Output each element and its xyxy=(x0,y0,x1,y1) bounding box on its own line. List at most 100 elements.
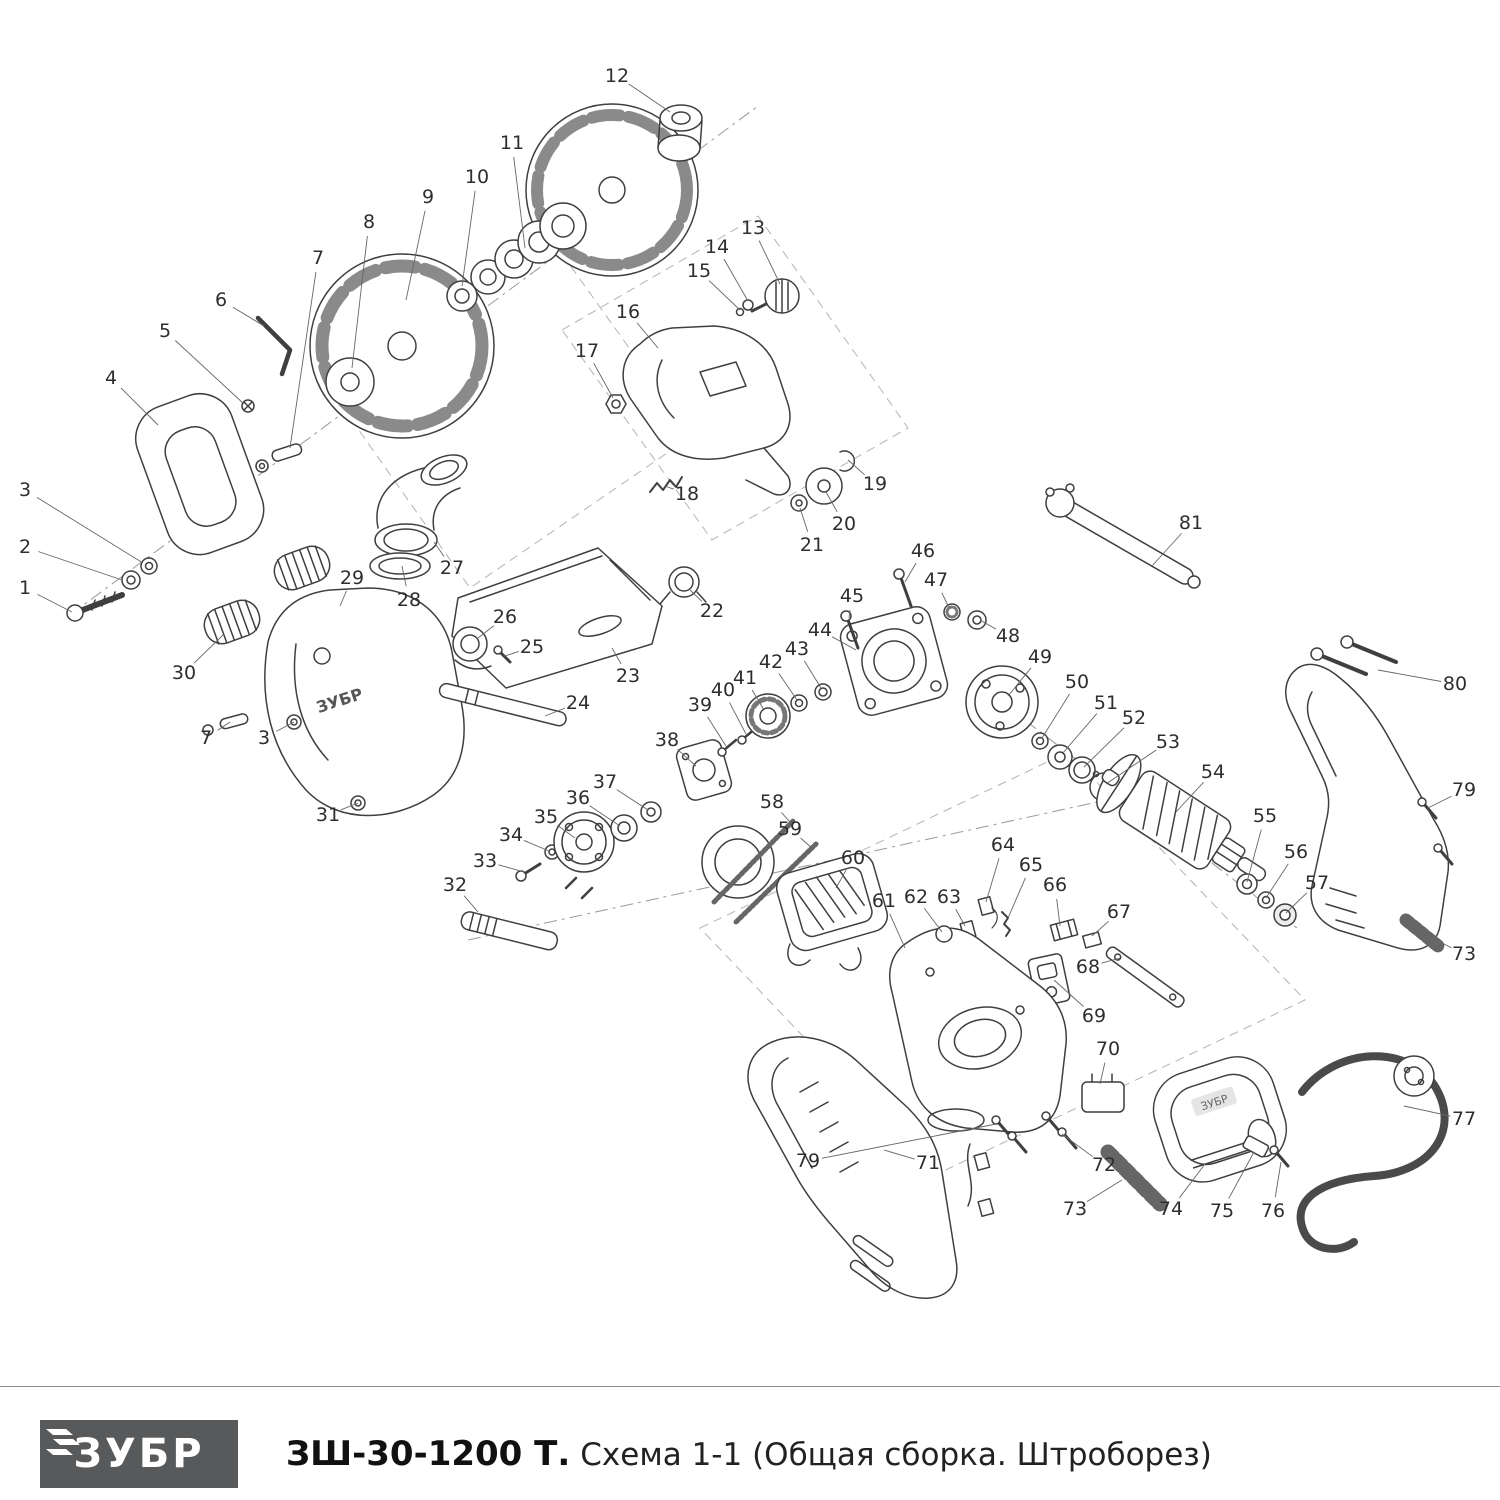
part-label: 35 xyxy=(534,806,558,828)
leader-line xyxy=(1041,693,1070,739)
part-label: 43 xyxy=(785,638,809,660)
leader-line xyxy=(276,721,295,732)
leader-line xyxy=(723,258,749,302)
part-label: 80 xyxy=(1443,673,1467,695)
part-label: 55 xyxy=(1253,805,1277,827)
part-label: 7 xyxy=(200,727,212,749)
leader-line xyxy=(923,907,943,933)
part-label: 57 xyxy=(1305,872,1329,894)
part-label: 14 xyxy=(705,236,729,258)
leader-line xyxy=(664,485,674,490)
leader-line xyxy=(544,707,566,717)
leader-line xyxy=(1423,933,1452,949)
part-label: 22 xyxy=(700,600,724,622)
motor-housing xyxy=(888,925,1125,1218)
part-label: 4 xyxy=(105,367,117,389)
leader-line xyxy=(803,660,822,689)
leader-line xyxy=(1053,979,1084,1007)
drivetrain xyxy=(460,683,832,951)
leader-line xyxy=(504,651,519,657)
part-label: 63 xyxy=(937,886,961,908)
part-label: 77 xyxy=(1452,1108,1476,1130)
part-label: 21 xyxy=(800,534,824,556)
leader-line xyxy=(778,673,798,701)
part-label: 31 xyxy=(316,804,340,826)
leader-line xyxy=(1151,533,1182,567)
part-label: 7 xyxy=(312,247,324,269)
leader-line xyxy=(904,562,917,583)
leader-line xyxy=(848,609,851,619)
armature xyxy=(1096,753,1297,927)
leader-line xyxy=(729,702,747,735)
leader-line xyxy=(979,619,997,630)
part-label: 24 xyxy=(566,692,590,714)
leader-line xyxy=(825,491,838,513)
leader-line xyxy=(1061,713,1098,755)
part-label: 74 xyxy=(1159,1198,1183,1220)
leader-line xyxy=(758,240,781,285)
leader-line xyxy=(707,716,727,747)
part-label: 2 xyxy=(19,536,31,558)
part-label: 79 xyxy=(1452,779,1476,801)
leader-line xyxy=(889,913,906,949)
part-label: 67 xyxy=(1107,901,1131,923)
leader-line xyxy=(1091,920,1109,937)
leader-line xyxy=(832,636,857,651)
artwork: ЗУБР xyxy=(66,103,1454,1299)
part-label: 19 xyxy=(863,473,887,495)
part-label: 69 xyxy=(1082,1005,1106,1027)
part-label: 23 xyxy=(616,665,640,687)
stator xyxy=(701,817,889,971)
leader-line xyxy=(677,749,697,767)
part-label: 32 xyxy=(443,874,467,896)
footer: ЗУБР ЗШ-30-1200 Т.Схема 1-1 (Общая сборк… xyxy=(40,1420,1212,1488)
leader-line xyxy=(340,802,359,811)
part-label: 58 xyxy=(760,791,784,813)
part-label: 30 xyxy=(172,662,196,684)
part-label: 5 xyxy=(159,320,171,342)
leader-line xyxy=(799,507,809,532)
leader-line xyxy=(847,459,865,476)
schema-subtitle: Схема 1-1 (Общая сборка. Штроборез) xyxy=(580,1437,1212,1473)
part-label: 49 xyxy=(1028,646,1052,668)
leader-line xyxy=(513,156,526,249)
leader-line xyxy=(401,565,407,587)
leader-line xyxy=(339,590,347,607)
leader-line xyxy=(193,633,225,664)
zubr-logo-text: ЗУБР xyxy=(73,1431,205,1477)
leader-line xyxy=(593,363,614,399)
part-label: 1 xyxy=(19,577,31,599)
part-label: 53 xyxy=(1156,731,1180,753)
leader-line xyxy=(232,306,265,327)
leader-line xyxy=(461,190,476,287)
leader-line xyxy=(1083,727,1125,768)
part-label: 13 xyxy=(741,217,765,239)
washer-stack xyxy=(446,202,587,312)
leader-line xyxy=(1099,1062,1106,1085)
part-label: 18 xyxy=(675,483,699,505)
part-label: 64 xyxy=(991,834,1015,856)
part-label: 41 xyxy=(733,667,757,689)
leader-line xyxy=(1061,1133,1094,1158)
part-label: 79 xyxy=(796,1150,820,1172)
part-label: 40 xyxy=(711,679,735,701)
leader-line xyxy=(1228,1151,1255,1199)
part-label: 73 xyxy=(1063,1198,1087,1220)
part-label: 20 xyxy=(832,513,856,535)
part-label: 12 xyxy=(605,65,629,87)
leader-line xyxy=(751,689,765,711)
part-label: 9 xyxy=(422,186,434,208)
part-label: 62 xyxy=(904,886,928,908)
part-label: 46 xyxy=(911,540,935,562)
side-handle xyxy=(135,315,303,556)
leader-line xyxy=(1265,863,1289,899)
part-label: 10 xyxy=(465,166,489,188)
part-label: 36 xyxy=(566,787,590,809)
leader-line xyxy=(498,864,525,873)
leader-line xyxy=(1007,667,1032,697)
leader-line xyxy=(835,869,847,889)
schema-title: ЗШ-30-1200 Т.Схема 1-1 (Общая сборка. Шт… xyxy=(286,1434,1212,1474)
leader-line xyxy=(1246,829,1262,883)
